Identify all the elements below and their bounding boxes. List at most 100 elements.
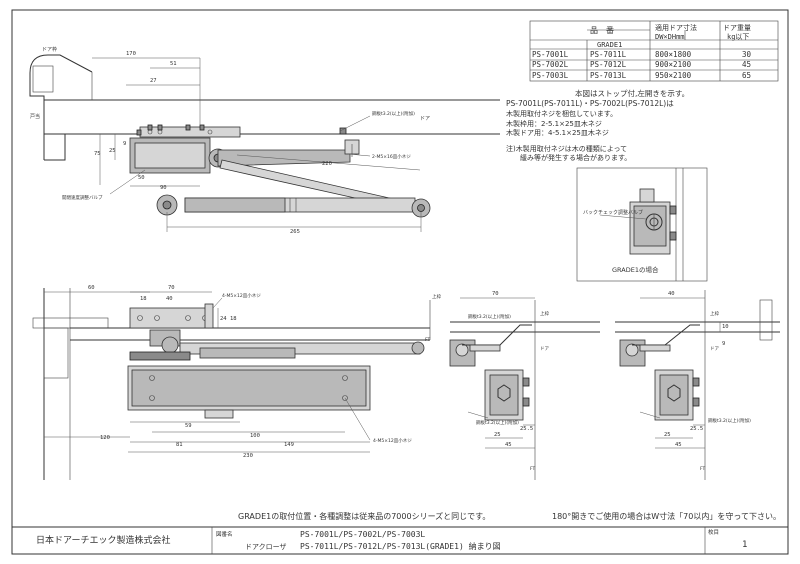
svg-text:25.5: 25.5 [690,426,703,432]
svg-text:25: 25 [664,432,671,438]
frame-top-label: ドア枠 [42,46,57,53]
svg-text:9: 9 [123,141,126,147]
svg-text:9: 9 [722,341,725,347]
svg-text:51: 51 [170,61,177,67]
note-line: PS-7001L(PS-7011L)・PS-7002L(PS-7012L)は [506,99,674,108]
svg-text:70: 70 [492,291,499,297]
ue-label-a: 上枠 [432,293,441,300]
svg-text:170: 170 [126,51,136,57]
svg-text:950×2100: 950×2100 [655,71,692,80]
spec-table: 品 番 適用ドア寸法 DW×DHmm ドア重量 kg以下 GRADE1 PS-7… [529,20,779,82]
door-label-b: ドア [540,346,549,352]
svg-text:PS-7011L: PS-7011L [590,50,627,59]
ue-label-c: 上枠 [710,310,719,317]
grade1-inset: バックチェック調整バルブ GRADE1の場合 [576,167,708,282]
table-header-model: 品 番 [590,25,614,35]
svg-text:75: 75 [94,151,101,157]
svg-text:PS-7003L: PS-7003L [532,71,569,80]
table-row: PS-7003L PS-7013L 950×2100 65 [532,71,751,80]
svg-text:24: 24 [220,316,227,322]
title-block: 日本ドアーチエック製造株式会社 図番名 ドアクローザ PS-7001L/PS-7… [12,526,788,554]
svg-text:120: 120 [100,435,110,441]
product-label: ドアクローザ [245,543,287,551]
svg-text:PS-7001L: PS-7001L [532,50,569,59]
svg-text:59: 59 [185,423,192,429]
note-line: 本図はストップ付,左開きを示す。 [575,88,689,98]
fl-label-c: FT [700,466,706,472]
company-name: 日本ドアーチエック製造株式会社 [36,534,170,546]
svg-text:230: 230 [243,453,253,459]
svg-text:PS-7002L: PS-7002L [532,60,569,69]
table-header-door-size: 適用ドア寸法 [655,23,697,32]
svg-text:25.5: 25.5 [520,426,533,432]
svg-text:65: 65 [742,71,751,80]
thickness-label-c: 鋼板t3.2(以上)(附加) [468,313,511,320]
thickness-label-a: 鋼板t3.2(以上)(附加) [372,110,415,117]
notes-block: 本図はストップ付,左開きを示す。 PS-7001L(PS-7011L)・PS-7… [506,88,689,162]
caution-line: 緩み等が発生する場合があります。 [520,153,631,162]
table-sub-header: GRADE1 [597,41,622,49]
svg-text:18: 18 [230,316,237,322]
inset-caption: GRADE1の場合 [612,265,659,274]
svg-text:45: 45 [675,442,682,448]
table-header-door-size-unit: DW×DHmm [655,33,685,41]
svg-text:50: 50 [138,175,145,181]
caution-line: 注)木製用取付ネジは木の種類によって [506,144,627,153]
svg-text:900×2100: 900×2100 [655,60,692,69]
svg-text:60: 60 [88,285,95,291]
svg-text:220: 220 [322,161,332,167]
ue-label-b: 上枠 [540,310,549,317]
svg-text:40: 40 [668,291,675,297]
fl-label-b: FT [530,466,536,472]
inset-valve-label: バックチェック調整バルブ [583,209,643,216]
open-note: 180°開きでご使用の場合はW寸法「70以内」を守って下さい。 [552,511,781,521]
sheet-border [11,9,789,555]
thickness-label-d: 鋼板t3.2(以上)(附加) [708,417,751,424]
svg-text:PS-7013L: PS-7013L [590,71,627,80]
svg-text:265: 265 [290,229,300,235]
svg-text:45: 45 [742,60,751,69]
note-line: 木製枠用：2-5.1×25皿木ネジ [506,119,602,128]
screw-label-bottom: 4-M5×12皿小ネジ [373,437,412,444]
drawing-title-1: PS-7001L/PS-7002L/PS-7003L [300,530,425,539]
backcheck-valve-label: 開閉速度調整バルブ [62,194,103,201]
screw-label-top: 2-M5×16皿小ネジ [372,153,411,160]
fl-label-a: FT [425,337,431,343]
grade-note: GRADE1の取付位置・各種調整は従来品の7000シリーズと同じです。 [238,511,490,521]
svg-text:18: 18 [140,296,147,302]
table-row: PS-7001L PS-7011L 800×1800 30 [532,50,752,59]
frame-side-label: 戸当 [30,113,40,120]
top-view: ドア枠 戸当 ドア 170 [29,46,500,235]
table-row: PS-7002L PS-7012L 900×2100 45 [532,60,751,69]
sheet-label: 枚目 [708,528,719,536]
svg-text:45: 45 [505,442,512,448]
svg-text:25: 25 [494,432,501,438]
svg-text:800×1800: 800×1800 [655,50,692,59]
side-view-2: 40 25 25.5 45 10 9 鋼板t3.2(以上)(附加) 上枠 ドア … [615,290,780,480]
door-label-a: ドア [420,116,430,122]
door-label-c: ドア [710,346,719,352]
screw-label-mid: 4-M5×12皿小ネジ [222,292,261,299]
thickness-label-b: 鋼板t3.2(以上)(附加) [476,419,519,426]
note-line: 木製用取付ネジを梱包しています。 [506,109,617,118]
side-view-1: 70 25 25.5 45 鋼板t3.2(以上)(附加) 上枠 ドア FT 鋼板… [449,291,600,480]
svg-text:90: 90 [160,185,167,191]
svg-text:10: 10 [722,324,729,330]
title-label: 図番名 [216,530,233,538]
svg-text:70: 70 [168,285,175,291]
table-header-weight-unit: kg以下 [727,33,749,41]
svg-text:40: 40 [166,296,173,302]
svg-text:81: 81 [176,442,183,448]
svg-text:PS-7012L: PS-7012L [590,60,627,69]
drawing-title-2: PS-7011L/PS-7012L/PS-7013L(GRADE1) 納まり図 [300,541,501,551]
svg-text:27: 27 [150,78,157,84]
svg-text:149: 149 [284,442,294,448]
svg-text:25: 25 [109,148,116,154]
sheet-number: 1 [742,540,747,550]
front-view: 60 70 18 40 24 18 59 100 120 81 149 230 … [32,285,441,480]
note-line: 木製ドア用：4-5.1×25皿木ネジ [506,128,609,137]
svg-text:30: 30 [742,50,752,59]
svg-text:100: 100 [250,433,260,439]
table-header-weight: ドア重量 [723,24,751,32]
